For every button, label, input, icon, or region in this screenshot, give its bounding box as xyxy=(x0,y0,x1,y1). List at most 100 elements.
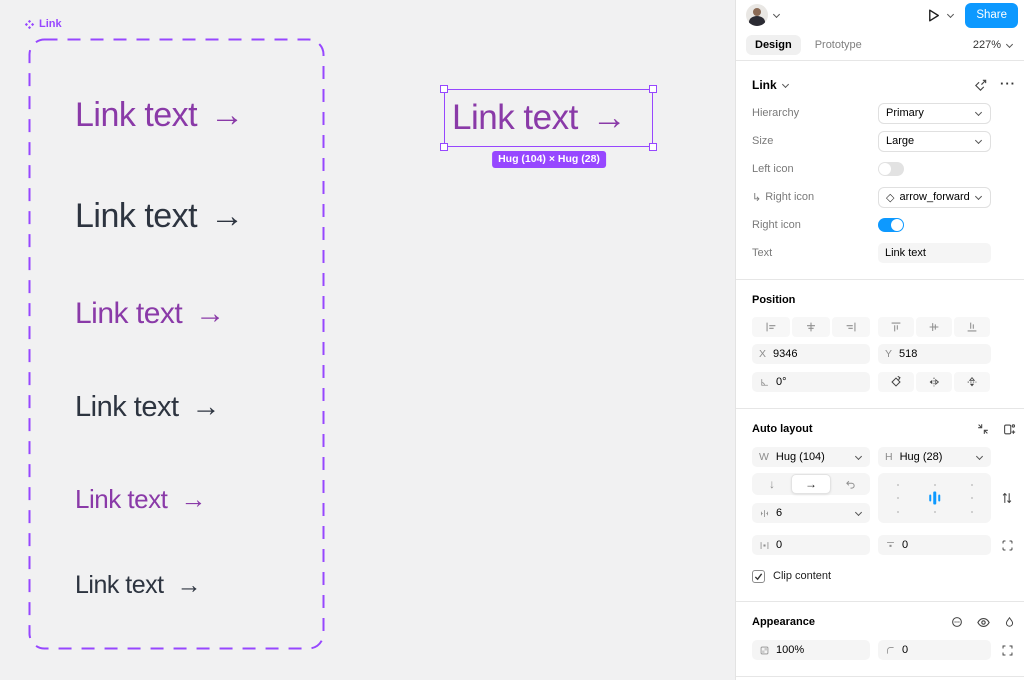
x-position-input[interactable]: X 9346 xyxy=(752,344,870,364)
link-text: Link text xyxy=(75,391,179,423)
visibility-eye-icon[interactable] xyxy=(976,615,991,630)
size-badge: Hug (104) × Hug (28) xyxy=(492,151,606,168)
selection-handle-bottom-right[interactable] xyxy=(649,143,657,151)
flip-vertical-button[interactable] xyxy=(954,372,990,392)
go-to-main-component-icon[interactable] xyxy=(973,78,988,93)
hierarchy-label: Hierarchy xyxy=(752,107,800,119)
chevron-down-icon xyxy=(854,508,863,516)
align-top-button[interactable] xyxy=(878,317,914,337)
text-label: Text xyxy=(752,247,773,259)
arrow-forward-icon: → xyxy=(195,297,225,330)
vertical-padding-input[interactable]: 0 xyxy=(878,535,991,555)
align-bottom-button[interactable] xyxy=(954,317,990,337)
more-options-icon[interactable]: ··· xyxy=(1000,75,1016,91)
selection-handle-top-right[interactable] xyxy=(649,85,657,93)
text-input[interactable]: Link text xyxy=(878,243,991,263)
arrow-forward-icon: → xyxy=(176,571,202,599)
gap-input[interactable]: 6 xyxy=(752,503,870,523)
alignment-settings-icon[interactable] xyxy=(1000,491,1014,505)
opacity-input[interactable]: 100% xyxy=(752,640,870,660)
link-variant-dark-md[interactable]: Link text → xyxy=(75,571,202,600)
direction-horizontal-button[interactable]: → xyxy=(791,474,831,494)
inspector-panel: Share Design Prototype 227% Link ··· Hie… xyxy=(735,0,1024,680)
gap-icon xyxy=(760,509,769,517)
align-horizontal-center-button[interactable] xyxy=(792,317,830,337)
arrow-forward-icon: → xyxy=(210,197,244,235)
collapse-icon[interactable] xyxy=(976,422,990,436)
height-dropdown[interactable]: H Hug (28) xyxy=(878,447,991,467)
selected-link-instance[interactable]: Link text → xyxy=(440,85,657,151)
frame-label-text: Link xyxy=(39,18,62,30)
rotation-input[interactable]: 0° xyxy=(752,372,870,392)
appearance-title: Appearance xyxy=(752,616,815,628)
right-icon-toggle[interactable] xyxy=(878,218,904,232)
left-icon-label: Left icon xyxy=(752,163,794,175)
align-center-indicator xyxy=(928,491,941,505)
corner-radius-icon xyxy=(886,646,894,654)
link-text: Link text xyxy=(75,484,168,514)
alignment-pad[interactable] xyxy=(878,473,991,523)
size-dropdown[interactable]: Large xyxy=(878,130,991,152)
component-set-frame[interactable] xyxy=(28,38,325,650)
present-play-icon[interactable] xyxy=(925,7,942,24)
blend-mode-icon[interactable] xyxy=(950,615,964,629)
right-icon-toggle-label: Right icon xyxy=(752,219,801,231)
zoom-chevron-icon xyxy=(1005,40,1014,48)
clip-content-label: Clip content xyxy=(773,570,832,582)
y-position-input[interactable]: Y 518 xyxy=(878,344,991,364)
link-variant-purple-xl[interactable]: Link text → xyxy=(75,96,244,135)
clip-content-row[interactable]: Clip content xyxy=(752,563,1016,589)
position-title: Position xyxy=(752,294,796,306)
selection-title-chevron-icon[interactable] xyxy=(781,80,789,88)
chevron-down-icon xyxy=(854,452,863,460)
zoom-control[interactable]: 227% xyxy=(973,39,1014,51)
instance-diamond-icon: ◇ xyxy=(886,191,895,204)
selection-title[interactable]: Link xyxy=(752,78,777,92)
width-dropdown[interactable]: W Hug (104) xyxy=(752,447,870,467)
corner-radius-input[interactable]: 0 xyxy=(878,640,991,660)
align-vertical-center-button[interactable] xyxy=(916,317,952,337)
link-variant-purple-lg[interactable]: Link text → xyxy=(75,297,225,331)
direction-vertical-button[interactable]: ↓ xyxy=(769,477,775,491)
link-text: Link text xyxy=(75,571,164,599)
left-icon-toggle[interactable] xyxy=(878,162,904,176)
link-variant-dark-lg[interactable]: Link text → xyxy=(75,391,220,424)
horizontal-padding-input[interactable]: 0 xyxy=(752,535,870,555)
layout-direction-segment: ↓ → xyxy=(752,473,870,495)
share-button[interactable]: Share xyxy=(965,2,1018,28)
arrow-forward-icon: → xyxy=(210,96,244,134)
present-options-chevron-icon[interactable] xyxy=(947,10,955,18)
tab-prototype[interactable]: Prototype xyxy=(814,39,862,51)
direction-wrap-button[interactable] xyxy=(831,474,869,494)
rotate-button[interactable] xyxy=(878,372,914,392)
avatar[interactable] xyxy=(746,4,768,26)
mode-tabs: Design Prototype 227% xyxy=(736,30,1024,60)
align-right-button[interactable] xyxy=(832,317,870,337)
chevron-down-icon xyxy=(974,136,983,144)
link-variant-dark-xl[interactable]: Link text → xyxy=(75,197,244,236)
arrow-forward-icon: → xyxy=(591,98,627,137)
flip-horizontal-button[interactable] xyxy=(916,372,952,392)
align-left-button[interactable] xyxy=(752,317,790,337)
size-label: Size xyxy=(752,135,774,147)
selection-handle-bottom-left[interactable] xyxy=(440,143,448,151)
canvas[interactable]: Link Link text → Link text → Link text →… xyxy=(0,0,735,680)
individual-padding-icon[interactable] xyxy=(1001,539,1014,552)
component-set-icon xyxy=(24,19,35,29)
link-variant-purple-md[interactable]: Link text → xyxy=(75,484,206,515)
avatar-chevron-icon[interactable] xyxy=(772,10,781,18)
arrow-forward-icon: → xyxy=(191,391,221,423)
individual-corners-icon[interactable] xyxy=(1001,644,1014,657)
component-frame-label[interactable]: Link xyxy=(24,18,62,30)
selection-handle-top-left[interactable] xyxy=(440,85,448,93)
tab-design[interactable]: Design xyxy=(746,35,801,55)
right-icon-instance-dropdown[interactable]: ◇ arrow_forward xyxy=(878,186,991,208)
hierarchy-dropdown[interactable]: Primary xyxy=(878,102,991,124)
link-text: Link text xyxy=(75,297,183,330)
clip-content-checkbox[interactable] xyxy=(752,569,765,583)
droplet-icon[interactable] xyxy=(1003,616,1016,629)
chevron-down-icon xyxy=(975,452,984,460)
suggest-auto-layout-icon[interactable] xyxy=(1002,422,1016,436)
auto-layout-title: Auto layout xyxy=(752,423,813,435)
vertical-padding-icon xyxy=(887,541,894,547)
